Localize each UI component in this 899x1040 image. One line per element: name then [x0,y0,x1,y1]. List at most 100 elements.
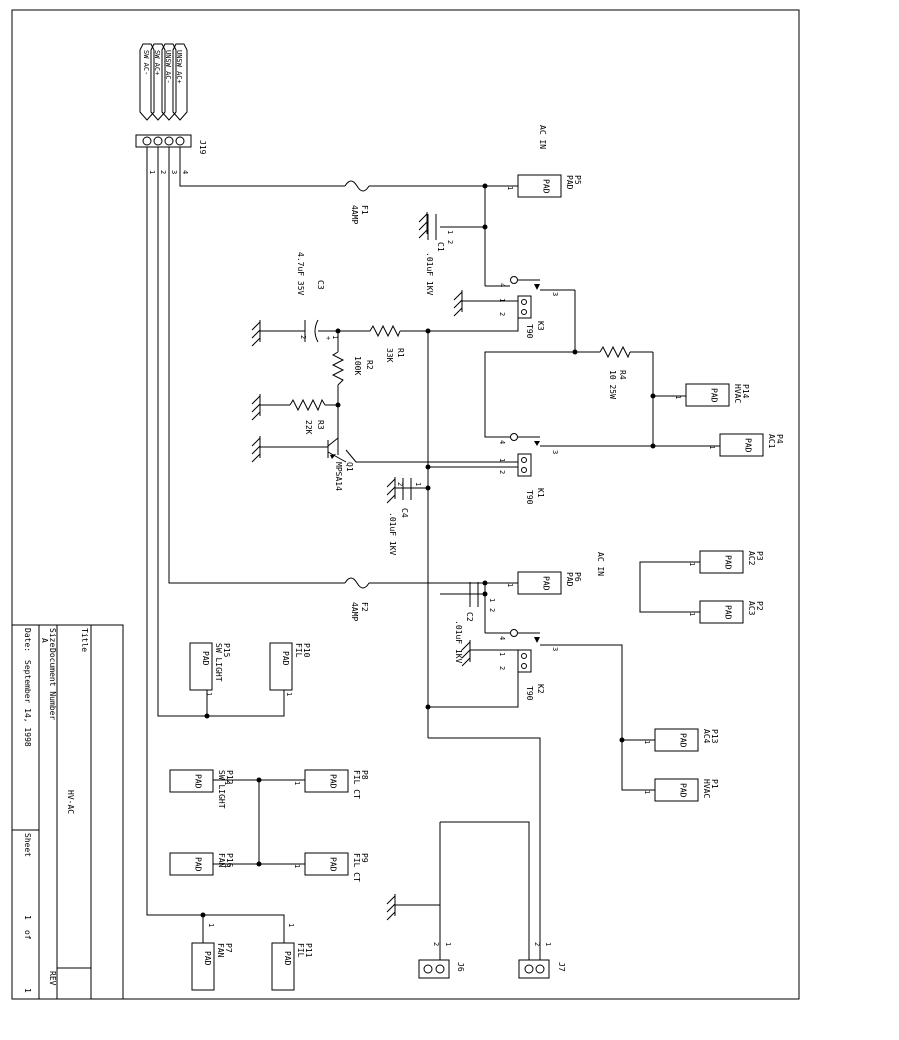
junction-dots [200,183,656,918]
svg-text:1: 1 [488,598,496,602]
f1-ref: F1 [360,205,369,215]
pad-label: FIL [296,943,305,958]
svg-text:2: 2 [432,942,440,946]
pad-pin-number: 1 [223,864,231,868]
svg-text:2: 2 [498,312,506,316]
f2-ref: F2 [360,602,369,612]
pad-ref: P14 [741,384,750,399]
pad-ref: P13 [710,729,719,744]
svg-text:R3: R3 [316,420,325,430]
svg-text:1: 1 [148,170,156,174]
pad-pin-number: 1 [205,692,213,696]
pad-box [699,550,744,574]
svg-text:K3: K3 [536,321,545,331]
pad-box [517,571,562,595]
pad-box [189,642,213,691]
capacitor-c2: C2 .01uF 1KV 1 2 [454,582,496,664]
pad-body-label: PAD [542,179,551,194]
pad-pin-number: 1 [293,864,301,868]
svg-text:3: 3 [551,450,559,454]
pad-box [191,942,215,991]
pad-box [169,769,214,793]
svg-text:3: 3 [551,647,559,651]
date-value: September 14, 1998 [23,660,32,747]
svg-text:33K: 33K [385,348,394,363]
pad-label: SW LIGHT [217,770,226,809]
pad-body-label: PAD [724,605,733,620]
j19-pin-label-unsw-ac-minus: UNSW AC- [164,50,172,84]
svg-text:T90: T90 [525,490,534,505]
pad-body-label: PAD [281,651,290,666]
rev-label: REV [48,971,57,986]
svg-text:4: 4 [498,636,506,640]
pad-ref: P3 [755,551,764,561]
pad-label: AC4 [702,729,711,744]
pad-ref: P12 [225,770,234,785]
pad-ref: P11 [304,943,313,958]
pad-ref: P15 [222,643,231,658]
svg-text:100K: 100K [353,356,362,375]
relay-k3: 4 3 1 2 K3 T90 [498,276,559,339]
pad-pin-number: 1 [643,790,651,794]
sheet-label: Sheet [23,833,32,857]
svg-text:J6: J6 [456,962,465,972]
pad-ref: P2 [755,601,764,611]
svg-text:1: 1 [414,482,422,486]
svg-text:22K: 22K [304,420,313,435]
pad-body-label: PAD [679,783,688,798]
pad-box [169,852,214,876]
svg-text:C2: C2 [465,612,474,622]
pad-pin-number: 1 [688,612,696,616]
svg-text:K2: K2 [536,684,545,694]
pad-body-label: PAD [329,857,338,872]
svg-text:1: 1 [498,652,506,656]
svg-text:2: 2 [446,240,454,244]
pad-ref: P7 [224,943,233,953]
svg-text:R1: R1 [396,348,405,358]
svg-text:T90: T90 [525,686,534,701]
pad-ref: P10 [302,643,311,658]
svg-text:+: + [324,336,332,340]
pad-ref: P4 [775,434,784,444]
svg-text:2: 2 [488,608,496,612]
svg-text:R2: R2 [365,360,374,370]
title-value: HV-AC [66,790,75,814]
pad-box [654,728,699,752]
svg-text:3: 3 [551,292,559,296]
resistor-r2: R2 100K [331,351,374,386]
pad-label: AC3 [747,601,756,616]
date-label: Date: [23,628,32,652]
pad-body-label: PAD [194,857,203,872]
pad-label: AC1 [767,434,776,449]
pad-body-label: PAD [710,388,719,403]
svg-text:.01uF 1KV: .01uF 1KV [454,620,463,664]
pad-label: PAD [565,572,574,587]
f1-value: 4AMP [350,205,359,224]
svg-text:.01uF 1KV: .01uF 1KV [388,512,397,556]
of-label: of [23,930,32,940]
f2-value: 4AMP [350,602,359,621]
svg-text:C1: C1 [436,242,445,252]
pad-box [685,383,730,407]
svg-text:J7: J7 [557,962,566,972]
connector-j6: 1 2 J6 [418,942,465,979]
pad-ref: P9 [360,853,369,863]
pad-ref: P16 [225,853,234,868]
pad-box [654,778,699,802]
size-value: A [40,638,49,643]
svg-text:2: 2 [498,666,506,670]
resistor-r1: R1 33K [369,324,405,363]
connector-j7: 1 2 J7 [518,942,566,979]
size-label: Size [48,628,57,647]
svg-text:C4: C4 [400,508,409,518]
svg-text:C3: C3 [316,280,325,290]
